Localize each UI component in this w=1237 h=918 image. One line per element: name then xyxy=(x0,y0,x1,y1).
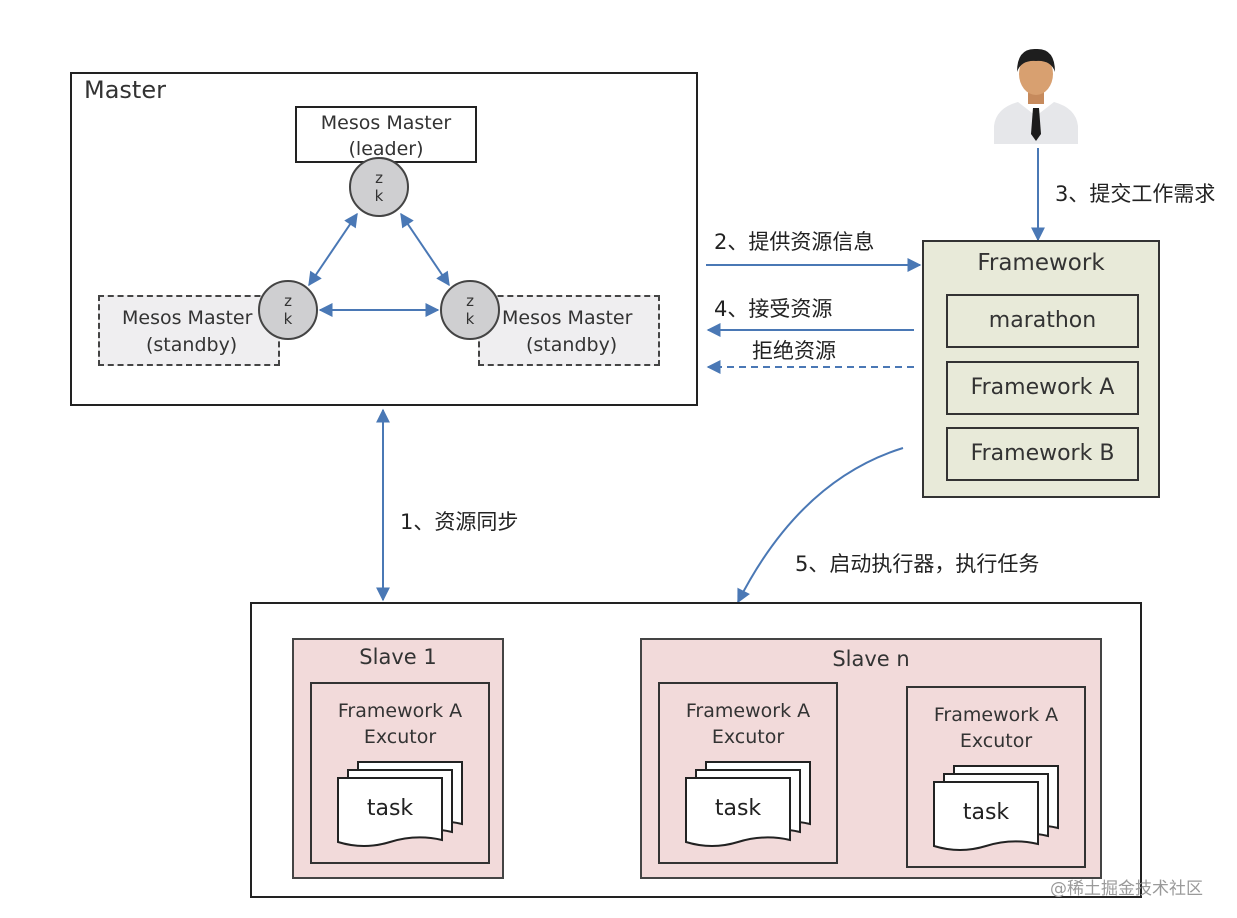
zk-link-leader-right xyxy=(400,212,450,287)
standby-right-label: Mesos Master xyxy=(502,307,633,329)
task-label-slaven-2: task xyxy=(962,800,1010,825)
executor-slaven-2-framework: Framework A xyxy=(933,704,1059,726)
executor-slaven-2-label: Excutor xyxy=(959,730,1033,752)
zk-label-z: z xyxy=(466,292,474,310)
executor-slaven-1-label: Excutor xyxy=(711,726,785,748)
zk-label-k: k xyxy=(465,310,475,328)
mesos-master-standby-left: Mesos Master (standby) xyxy=(98,295,280,366)
zk-label-z: z xyxy=(375,169,383,187)
step-5-label: 5、启动执行器，执行任务 xyxy=(795,552,1040,576)
executor-slave1-framework: Framework A xyxy=(337,700,463,722)
master-container xyxy=(70,72,698,406)
task-label-slave1: task xyxy=(366,796,414,821)
mesos-master-standby-right: Mesos Master (standby) xyxy=(478,295,660,366)
step-4-reject-label: 拒绝资源 xyxy=(752,339,836,363)
step-1-label: 1、资源同步 xyxy=(400,510,519,534)
zk-node-leader: z k xyxy=(349,157,409,217)
step-4-label: 4、接受资源 xyxy=(714,297,833,321)
zk-label-k: k xyxy=(283,310,293,328)
framework-title: Framework xyxy=(977,250,1105,276)
executor-slaven-1-framework: Framework A xyxy=(685,700,811,722)
task-stack-slaven-2 xyxy=(933,765,1059,851)
task-label-slaven-1: task xyxy=(714,796,762,821)
zk-node-left: z k xyxy=(258,280,318,340)
step-2-label: 2、提供资源信息 xyxy=(714,230,875,254)
arrow-launch-executor xyxy=(737,447,904,604)
slave-n-title: Slave n xyxy=(832,647,910,671)
zk-label-z: z xyxy=(284,292,292,310)
zk-link-leader-left xyxy=(308,212,358,287)
zk-label-k: k xyxy=(374,187,384,205)
standby-left-role: (standby) xyxy=(146,334,238,356)
framework-item-marathon: marathon xyxy=(946,294,1139,348)
leader-role: (leader) xyxy=(348,138,424,160)
user-icon xyxy=(994,48,1078,144)
watermark: @稀土掘金技术社区 xyxy=(1050,879,1203,899)
standby-right-role: (standby) xyxy=(526,334,618,356)
zk-node-right: z k xyxy=(440,280,500,340)
slave-1-title: Slave 1 xyxy=(359,645,437,669)
task-stack-slave1 xyxy=(337,761,463,847)
master-title: Master xyxy=(84,76,166,104)
leader-label: Mesos Master xyxy=(320,112,452,134)
framework-item-a: Framework A xyxy=(946,361,1139,415)
standby-left-label: Mesos Master xyxy=(122,307,253,329)
task-stack-slaven-1 xyxy=(685,761,811,847)
mesos-master-leader: Mesos Master (leader) xyxy=(295,106,477,163)
step-3-label: 3、提交工作需求 xyxy=(1055,182,1216,206)
executor-slave1-label: Excutor xyxy=(363,726,437,748)
framework-item-b: Framework B xyxy=(946,427,1139,481)
